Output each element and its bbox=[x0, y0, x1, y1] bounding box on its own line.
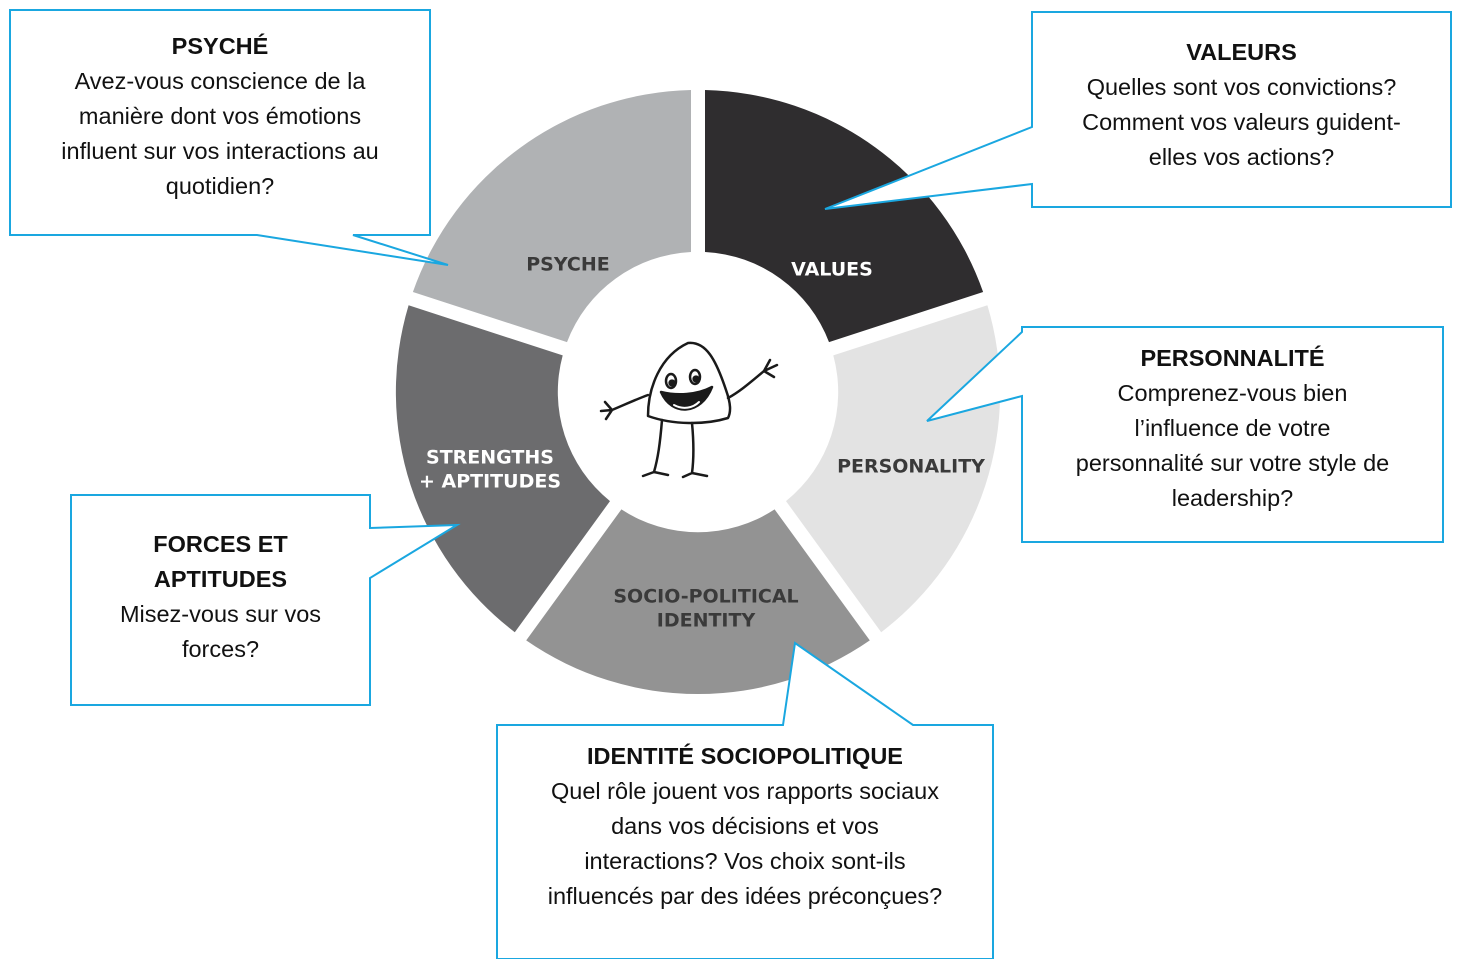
socio-callout-title: IDENTITÉ SOCIOPOLITIQUE bbox=[587, 743, 903, 769]
values-callout-line: Comment vos valeurs guident- bbox=[1082, 109, 1401, 135]
wheel-segment-labels: VALUES PERSONALITY SOCIO-POLITICALIDENTITY… bbox=[419, 254, 985, 632]
strengths-callout-title: APTITUDES bbox=[153, 566, 288, 592]
socio-callout: IDENTITÉ SOCIOPOLITIQUE Quel rôle jouent… bbox=[497, 739, 993, 914]
segment-label-socio-political: IDENTITY bbox=[657, 610, 756, 632]
psyche-callout: PSYCHÉ Avez-vous conscience de la manièr… bbox=[10, 29, 430, 204]
psyche-callout-line: manière dont vos émotions bbox=[78, 103, 362, 129]
strengths-callout-title: FORCES ET bbox=[153, 531, 288, 557]
personality-callout: PERSONNALITÉ Comprenez-vous bien l’influ… bbox=[1022, 341, 1443, 516]
segment-strengths bbox=[395, 305, 610, 633]
segment-psyche bbox=[412, 90, 691, 343]
values-callout-title: VALEURS bbox=[1186, 39, 1297, 65]
smiling-character-icon bbox=[599, 341, 779, 479]
strengths-callout-line: Misez-vous sur vos bbox=[119, 601, 322, 627]
psyche-callout-shape bbox=[9, 9, 449, 266]
personality-callout-title: PERSONNALITÉ bbox=[1140, 345, 1325, 371]
segment-values bbox=[705, 90, 984, 343]
callout-shapes bbox=[9, 9, 1452, 959]
socio-callout-line: dans vos décisions et vos bbox=[611, 813, 879, 839]
segment-personality bbox=[786, 305, 1001, 633]
segment-label-personality: PERSONALITY bbox=[837, 456, 985, 478]
socio-callout-line: influencés par des idées préconçues? bbox=[547, 883, 943, 909]
values-callout-line: elles vos actions? bbox=[1148, 144, 1335, 170]
strengths-callout-line: forces? bbox=[181, 636, 260, 662]
segment-label-strengths: + APTITUDES bbox=[419, 471, 561, 493]
segment-label-strengths: STRENGTHS bbox=[426, 447, 554, 469]
values-callout-line: Quelles sont vos convictions? bbox=[1086, 74, 1397, 100]
strengths-callout-shape bbox=[70, 494, 461, 706]
socio-callout-line: interactions? Vos choix sont-ils bbox=[584, 848, 906, 874]
psyche-callout-line: quotidien? bbox=[165, 173, 275, 199]
personality-callout-shape bbox=[926, 326, 1444, 543]
psyche-callout-title: PSYCHÉ bbox=[171, 33, 269, 59]
socio-callout-line: Quel rôle jouent vos rapports sociaux bbox=[551, 778, 939, 804]
segment-label-psyche: PSYCHE bbox=[526, 254, 610, 276]
strengths-callout: FORCES ET APTITUDES Misez-vous sur vos f… bbox=[71, 527, 370, 667]
personality-callout-line: l’influence de votre bbox=[1134, 415, 1331, 441]
wheel-segments bbox=[395, 90, 1001, 695]
psyche-callout-line: influent sur vos interactions au bbox=[61, 138, 379, 164]
personality-callout-line: Comprenez-vous bien bbox=[1117, 380, 1348, 406]
segment-label-values: VALUES bbox=[791, 259, 873, 281]
segment-label-socio-political: SOCIO-POLITICAL bbox=[613, 586, 798, 608]
personality-callout-line: personnalité sur votre style de bbox=[1075, 450, 1390, 476]
personality-callout-line: leadership? bbox=[1171, 485, 1294, 511]
socio-callout-shape bbox=[496, 641, 994, 959]
segment-socio-political bbox=[526, 509, 870, 695]
values-callout: VALEURS Quelles sont vos convictions? Co… bbox=[1032, 35, 1451, 175]
values-callout-shape bbox=[824, 11, 1452, 210]
psyche-callout-line: Avez-vous conscience de la bbox=[74, 68, 366, 94]
